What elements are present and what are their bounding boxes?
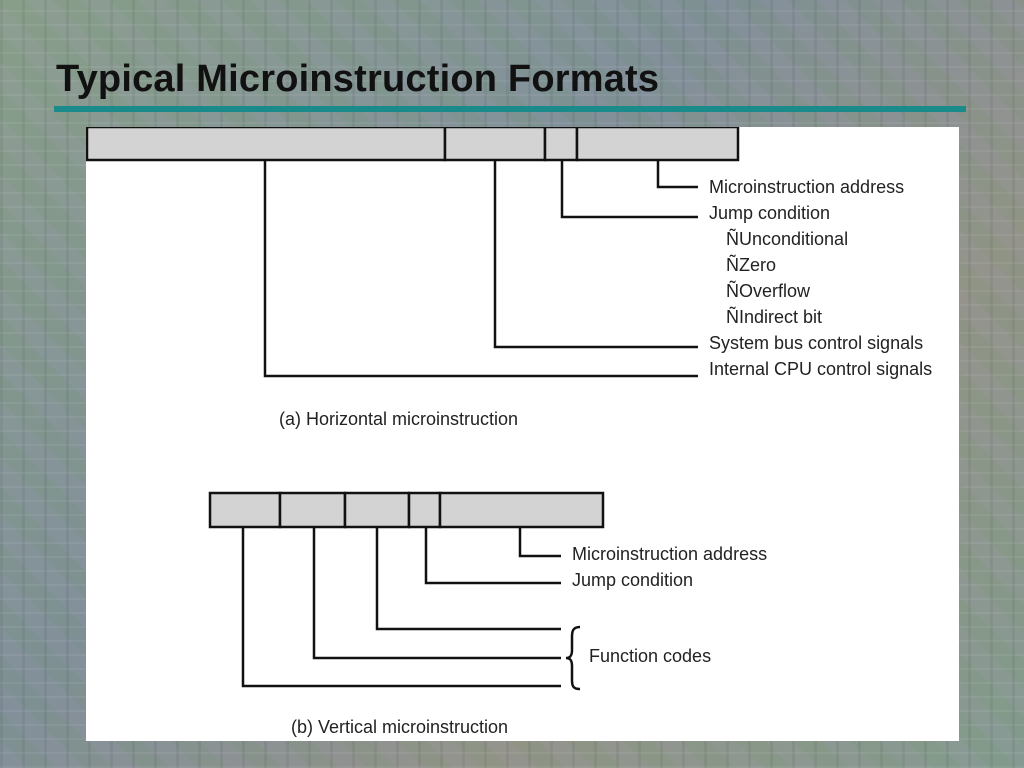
horizontal-field-address (575, 127, 740, 162)
horizontal-field-jump-condition (543, 127, 579, 162)
label-h-unconditional: ÑUnconditional (726, 228, 848, 249)
vertical-field-2 (278, 491, 347, 529)
function-codes-brace (565, 625, 581, 691)
connector-v-function-3 (241, 527, 561, 688)
vertical-format: Microinstruction address Jump condition … (208, 491, 767, 737)
slide-title: Typical Microinstruction Formats (56, 58, 660, 100)
caption-horizontal: (a) Horizontal microinstruction (279, 409, 518, 429)
vertical-field-3 (343, 491, 411, 529)
horizontal-format: Microinstruction address Jump condition … (86, 127, 932, 429)
label-v-jump-condition: Jump condition (572, 570, 693, 590)
label-h-system-bus: System bus control signals (709, 333, 923, 353)
connector-h-internal-cpu (263, 160, 698, 378)
connector-v-function-2 (312, 527, 561, 660)
connector-v-address (518, 527, 561, 558)
connector-h-system-bus (493, 160, 698, 349)
vertical-field-1 (208, 491, 282, 529)
connector-v-function-1 (375, 527, 561, 631)
label-h-zero: ÑZero (726, 254, 776, 275)
label-v-function-codes: Function codes (589, 646, 711, 666)
horizontal-field-internal-cpu (86, 127, 447, 162)
horizontal-field-system-bus (443, 127, 547, 162)
connector-h-jump (560, 160, 698, 219)
microinstruction-diagram: Microinstruction address Jump condition … (86, 127, 932, 737)
label-h-microinstruction-address: Microinstruction address (709, 177, 904, 197)
connector-h-address (656, 160, 698, 189)
caption-vertical: (b) Vertical microinstruction (291, 717, 508, 737)
label-h-indirect-bit: ÑIndirect bit (726, 306, 822, 327)
figure-panel: Microinstruction address Jump condition … (86, 127, 959, 741)
title-rule (54, 106, 966, 112)
label-v-microinstruction-address: Microinstruction address (572, 544, 767, 564)
vertical-field-jump-condition (407, 491, 442, 529)
label-h-internal-cpu: Internal CPU control signals (709, 359, 932, 379)
vertical-field-address (438, 491, 605, 529)
label-h-overflow: ÑOverflow (726, 280, 811, 301)
label-h-jump-condition: Jump condition (709, 203, 830, 223)
connector-v-jump (424, 527, 561, 585)
